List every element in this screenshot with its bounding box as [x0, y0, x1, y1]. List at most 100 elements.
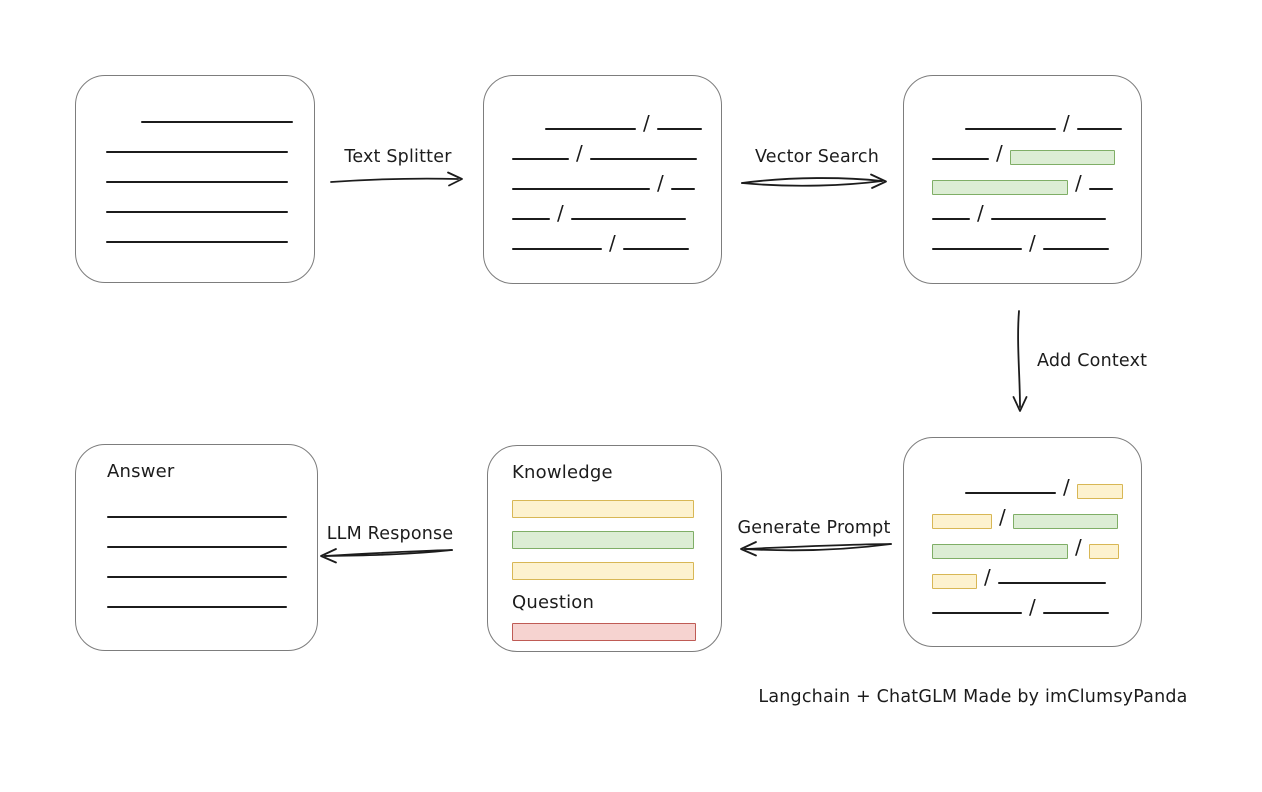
yellow-prompt-bar: [512, 500, 694, 518]
answer-text-rows: [107, 496, 317, 616]
generate-prompt-label: Generate Prompt: [737, 518, 891, 538]
question-label: Question: [512, 592, 595, 613]
context-chunk-rows: / / / / /: [904, 438, 1141, 622]
green-highlight-bar: [1012, 514, 1118, 529]
knowledge-label: Knowledge: [512, 462, 613, 483]
text-line: [1076, 128, 1122, 130]
generate-prompt-arrow: [740, 541, 892, 557]
text-line: [512, 248, 602, 250]
document-text-rows: [76, 76, 314, 251]
text-line: [106, 241, 288, 243]
text-line: [107, 606, 287, 608]
text-line: [512, 158, 569, 160]
text-row: /: [512, 198, 721, 228]
vector-search-arrow: [741, 173, 887, 189]
chunk-separator-slash: /: [1075, 535, 1082, 559]
text-line: [932, 218, 970, 220]
text-line: [107, 516, 287, 518]
text-line: [990, 218, 1106, 220]
vector-search-label: Vector Search: [754, 147, 880, 167]
green-highlight-bar: [1009, 150, 1115, 165]
text-line: [107, 546, 287, 548]
yellow-prompt-bar: [512, 562, 694, 580]
text-line: [570, 218, 686, 220]
text-row: /: [932, 228, 1141, 258]
chunk-separator-slash: /: [557, 201, 564, 225]
node-answer: Answer: [75, 444, 318, 651]
text-line: [670, 188, 695, 190]
chunk-separator-slash: /: [977, 201, 984, 225]
vector-match-rows: / / / / /: [904, 76, 1141, 258]
text-line: [106, 151, 288, 153]
text-row: /: [932, 108, 1141, 138]
question-bars: [512, 616, 696, 641]
node-prompt: Knowledge Question: [487, 445, 722, 652]
text-row: /: [512, 108, 721, 138]
yellow-highlight-bar: [932, 514, 992, 529]
chunk-separator-slash: /: [1029, 231, 1036, 255]
text-row: /: [932, 592, 1141, 622]
text-splitter-label: Text Splitter: [344, 147, 452, 167]
text-line: [512, 188, 650, 190]
text-line: [512, 218, 550, 220]
text-line: [1042, 248, 1109, 250]
text-row: /: [512, 228, 721, 258]
yellow-highlight-bar: [1076, 484, 1123, 499]
text-line: [1042, 612, 1109, 614]
text-row: /: [932, 562, 1141, 592]
text-line: [965, 492, 1056, 494]
answer-label: Answer: [107, 461, 175, 482]
chunk-separator-slash: /: [1075, 171, 1082, 195]
text-splitter-arrow: [330, 171, 463, 187]
text-row: [107, 496, 317, 526]
text-row: [106, 191, 314, 221]
red-prompt-bar: [512, 623, 696, 641]
chunk-separator-slash: /: [609, 231, 616, 255]
text-line: [622, 248, 689, 250]
green-prompt-bar: [512, 531, 694, 549]
chunk-separator-slash: /: [657, 171, 664, 195]
chunk-separator-slash: /: [1063, 111, 1070, 135]
green-highlight-bar: [932, 544, 1068, 559]
split-text-rows: / / / / /: [484, 76, 721, 258]
chunk-separator-slash: /: [1029, 595, 1036, 619]
add-context-label: Add Context: [1037, 351, 1148, 371]
yellow-highlight-bar: [1088, 544, 1119, 559]
chunk-separator-slash: /: [1063, 475, 1070, 499]
text-line: [106, 211, 288, 213]
node-split-text-chunks: / / / / /: [483, 75, 722, 284]
text-row: /: [932, 138, 1141, 168]
text-line: [965, 128, 1056, 130]
text-row: /: [932, 198, 1141, 228]
text-row: [107, 526, 317, 556]
text-line: [1088, 188, 1113, 190]
text-line: [932, 158, 989, 160]
llm-response-label: LLM Response: [326, 524, 454, 544]
node-vector-search-matches: / / / / /: [903, 75, 1142, 284]
add-context-arrow: [1012, 310, 1028, 412]
text-line: [656, 128, 702, 130]
text-row: [107, 556, 317, 586]
text-row: /: [932, 502, 1141, 532]
text-row: /: [932, 532, 1141, 562]
node-source-document: [75, 75, 315, 283]
credit-caption: Langchain + ChatGLM Made by imClumsyPand…: [758, 687, 1188, 707]
chunk-separator-slash: /: [576, 141, 583, 165]
text-line: [932, 248, 1022, 250]
llm-response-arrow: [320, 548, 453, 564]
chunk-separator-slash: /: [999, 505, 1006, 529]
answer-content: Answer: [76, 445, 317, 616]
text-line: [106, 181, 288, 183]
chunk-separator-slash: /: [984, 565, 991, 589]
prompt-content: Knowledge Question: [488, 446, 721, 641]
node-context-chunks: / / / / /: [903, 437, 1142, 647]
text-row: /: [932, 168, 1141, 198]
text-line: [107, 576, 287, 578]
yellow-highlight-bar: [932, 574, 977, 589]
text-row: /: [512, 168, 721, 198]
text-row: [106, 101, 314, 131]
text-line: [932, 612, 1022, 614]
text-row: [106, 131, 314, 161]
text-row: [107, 586, 317, 616]
